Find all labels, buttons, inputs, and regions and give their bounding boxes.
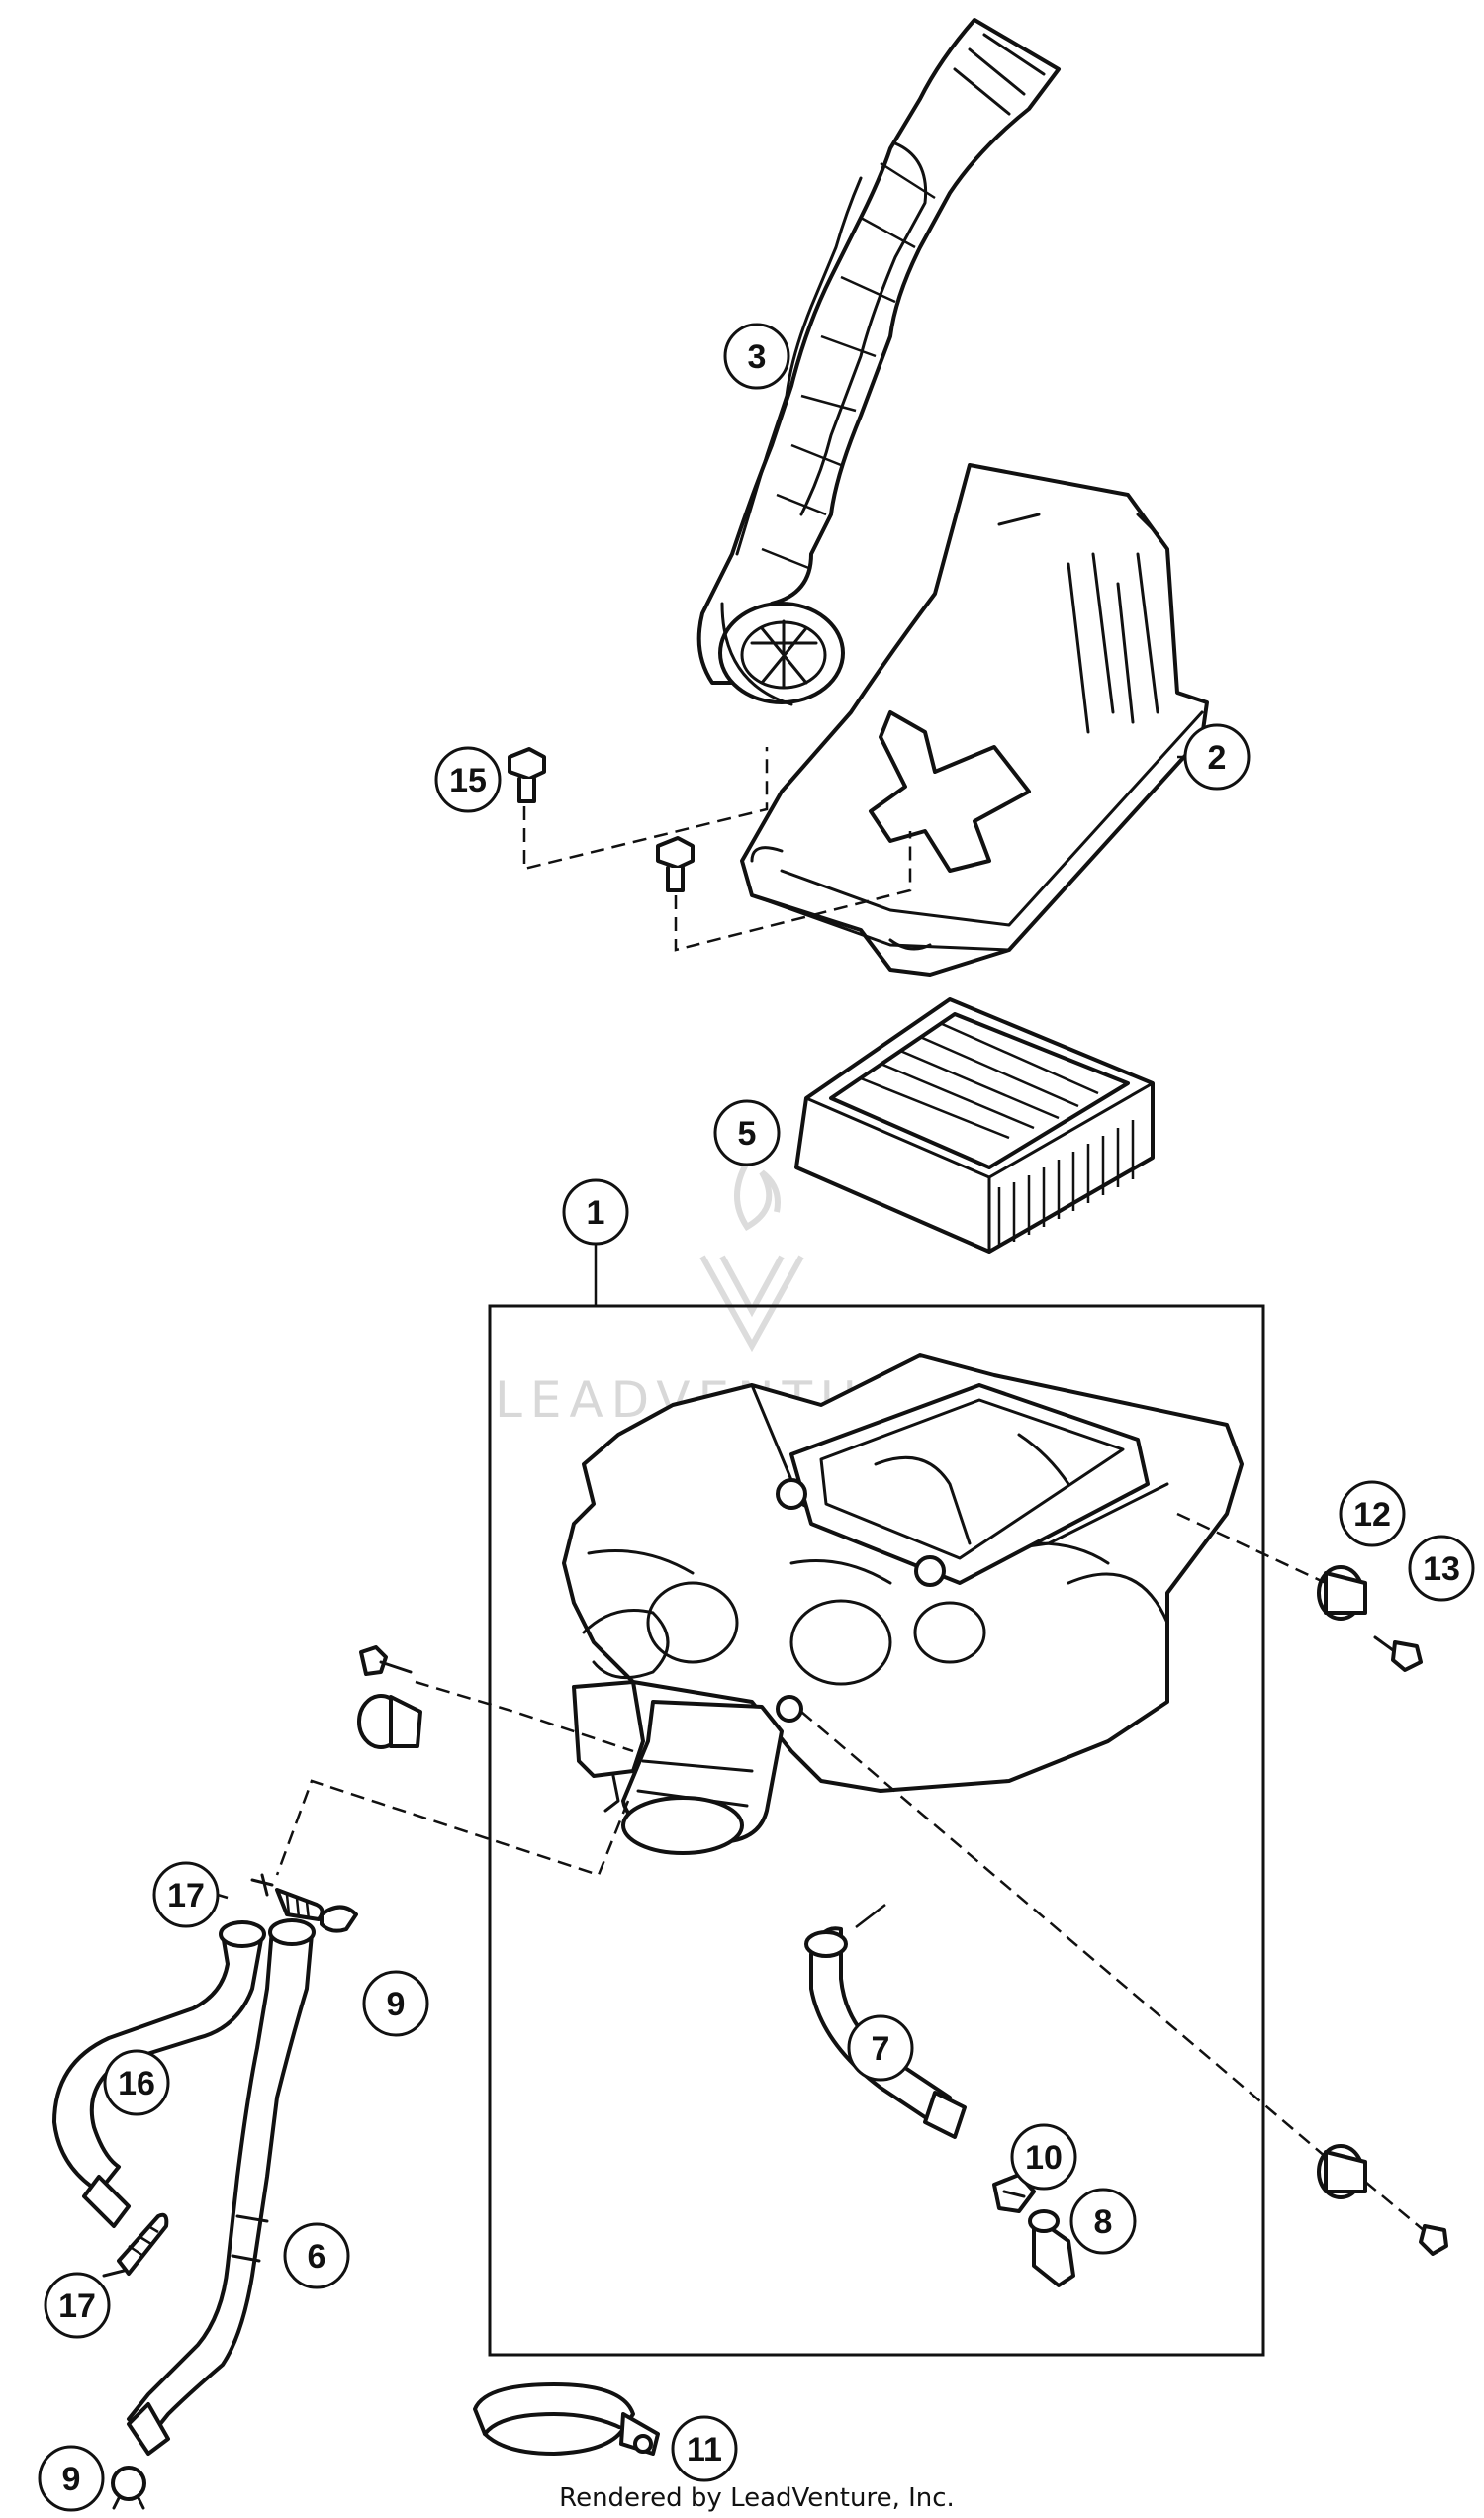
part-intake-snorkel: [696, 18, 1061, 706]
part-clip-10: [992, 2173, 1036, 2213]
callout-3-label: 3: [748, 338, 767, 376]
callout-2: 2: [1183, 723, 1251, 791]
dashed-guide-bolt-lower: [674, 831, 912, 952]
callout-2-label: 2: [1208, 739, 1227, 777]
part-airbox-body: [562, 1353, 1244, 1855]
callout-11: 11: [671, 2415, 738, 2482]
callout-16: 16: [103, 2049, 170, 2116]
callout-9-upper-label: 9: [387, 1986, 406, 2023]
callout-17-upper: 17: [152, 1861, 220, 1928]
callout-10-label: 10: [1025, 2139, 1063, 2177]
callout-17-upper-label: 17: [167, 1877, 205, 1914]
part-clamp-9-upper: [320, 1905, 358, 1933]
part-bolt-13: [1373, 1635, 1423, 1672]
part-hose-6: [127, 1918, 316, 2456]
part-grommet-left: [357, 1645, 422, 1749]
leader-lines: [217, 755, 1187, 1928]
watermark-logo-icon: [699, 1161, 804, 1352]
callout-17-lower-label: 17: [58, 2287, 96, 2325]
callout-13-label: 13: [1423, 1550, 1460, 1588]
part-grommet-lower-right: [1317, 2144, 1448, 2256]
dashed-guide-right-lower: [800, 1711, 1426, 2232]
callout-16-label: 16: [118, 2065, 155, 2102]
callout-9-upper: 9: [362, 1970, 429, 2037]
part-sensor-8: [1028, 2209, 1075, 2287]
part-grommet-upper-right: [1317, 1565, 1367, 1621]
assembly-frame: [488, 1304, 1265, 2357]
callout-9-lower: 9: [38, 2445, 105, 2512]
callout-10: 10: [1010, 2123, 1077, 2191]
callout-1-label: 1: [587, 1194, 605, 1232]
part-spring-clip-17-lower: [102, 2212, 169, 2278]
callout-12: 12: [1339, 1480, 1406, 1547]
callout-17-lower: 17: [44, 2272, 111, 2339]
callout-8-label: 8: [1094, 2203, 1113, 2241]
callout-6: 6: [283, 2222, 350, 2289]
footer-credit: Rendered by LeadVenture, Inc.: [559, 2483, 955, 2513]
callout-12-label: 12: [1353, 1496, 1391, 1534]
part-clamp-9-lower: [111, 2466, 146, 2510]
dashed-guide-bolt-upper: [522, 747, 769, 871]
callout-5-label: 5: [738, 1115, 757, 1153]
callout-7: 7: [847, 2014, 914, 2082]
callout-15-label: 15: [449, 762, 487, 799]
callout-3: 3: [723, 323, 790, 390]
callout-11-label: 11: [687, 2431, 722, 2469]
callout-6-label: 6: [308, 2238, 326, 2276]
part-hose-16: [52, 1920, 266, 2228]
dashed-guide-right-upper: [1176, 1512, 1327, 1585]
callout-1: 1: [562, 1178, 629, 1246]
part-hose-clamp-11: [473, 2382, 660, 2456]
part-bolt-15-lower: [656, 836, 695, 892]
dashed-guide-left: [415, 1680, 634, 1753]
callout-8: 8: [1069, 2188, 1137, 2255]
callout-7-label: 7: [872, 2030, 890, 2068]
callout-5: 5: [713, 1099, 781, 1166]
part-bolt-15-upper: [508, 747, 546, 803]
callout-13: 13: [1408, 1535, 1475, 1602]
callout-9-lower-label: 9: [62, 2461, 81, 2498]
callout-15: 15: [434, 746, 502, 813]
dashed-guide-hoses: [275, 1779, 630, 1877]
part-spring-clip-17-upper: [250, 1873, 325, 1921]
part-air-filter: [794, 997, 1155, 1254]
